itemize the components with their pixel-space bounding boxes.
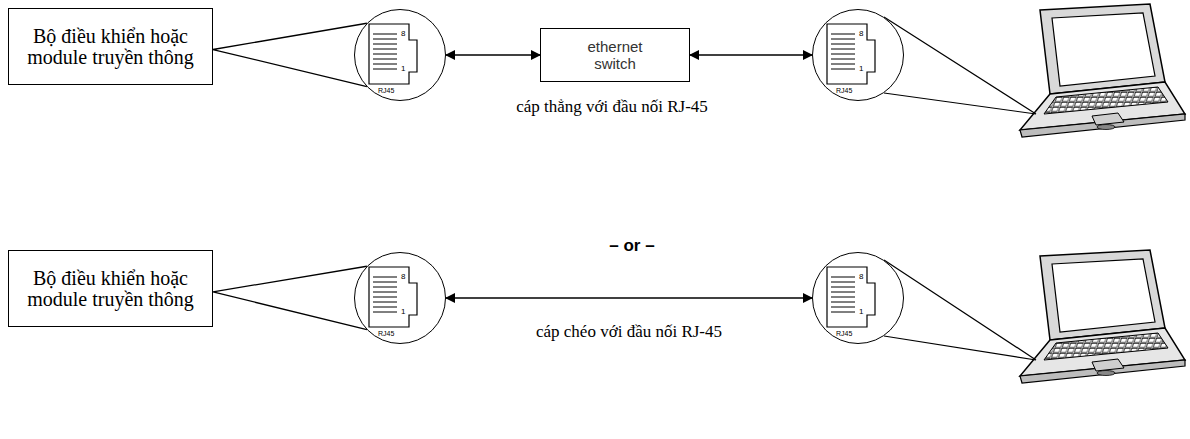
pin-number: 1	[401, 65, 405, 73]
jack-pin	[373, 277, 397, 278]
jack-pin	[373, 69, 397, 70]
pin-number: 1	[859, 308, 863, 316]
jack-pin	[831, 49, 855, 50]
cable-arrow	[446, 54, 540, 55]
jack-pin	[831, 39, 855, 40]
rj45-jack-symbol	[355, 253, 447, 345]
jack-pin	[373, 292, 397, 293]
jack-pin	[831, 292, 855, 293]
jack-pin	[373, 64, 397, 65]
jack-pin	[373, 302, 397, 303]
rj45-jack-symbol	[813, 10, 905, 102]
jack-pin	[373, 34, 397, 35]
pin-number: 8	[401, 30, 405, 38]
jack-pin	[373, 49, 397, 50]
zoom-connector	[213, 23, 367, 86]
jack-pin	[373, 59, 397, 60]
rj45-jack-symbol	[355, 10, 447, 102]
connector-name: RJ45	[836, 87, 852, 94]
controller-box: Bộ điều khiển hoặc module truyền thông	[8, 8, 213, 85]
jack-pin	[373, 307, 397, 308]
jack-pin	[831, 54, 855, 55]
jack-pin	[831, 69, 855, 70]
jack-pin	[831, 287, 855, 288]
connector-name: RJ45	[378, 87, 394, 94]
cable-arrow	[690, 54, 812, 55]
switch-box: ethernet switch	[540, 28, 690, 82]
jack-pin	[831, 64, 855, 65]
jack-pin	[831, 302, 855, 303]
connector-name: RJ45	[836, 330, 852, 337]
rj45-zoom-circle: 8 1RJ45	[354, 252, 446, 344]
jack-outline	[827, 267, 875, 327]
controller-box: Bộ điều khiển hoặc module truyền thông	[8, 250, 213, 327]
pin-number: 8	[401, 273, 405, 281]
jack-pin	[373, 287, 397, 288]
jack-pin	[373, 312, 397, 313]
rj45-zoom-circle: 8 1RJ45	[812, 252, 904, 344]
zoom-lines	[884, 17, 1036, 360]
jack-pin	[831, 34, 855, 35]
pin-number: 1	[859, 65, 863, 73]
laptop-figure	[1020, 4, 1185, 137]
jack-outline	[369, 267, 417, 327]
jack-pin	[831, 44, 855, 45]
connector-name: RJ45	[378, 330, 394, 337]
rj45-zoom-circle: 8 1RJ45	[354, 9, 446, 101]
cable-arrow	[446, 297, 812, 298]
jack-pin	[831, 307, 855, 308]
jack-pin	[831, 282, 855, 283]
zoom-line	[884, 17, 1036, 114]
jack-pin	[831, 312, 855, 313]
jack-pin	[373, 282, 397, 283]
cable-caption: cáp chéo với đầu nối RJ-45	[536, 322, 722, 342]
switch-label: ethernet switch	[575, 38, 655, 73]
jack-pin	[373, 39, 397, 40]
pin-number: 1	[401, 308, 405, 316]
rj45-jack-symbol	[813, 253, 905, 345]
laptop-figure	[1020, 250, 1185, 383]
jack-outline	[827, 24, 875, 84]
jack-pin	[831, 59, 855, 60]
jack-outline	[369, 24, 417, 84]
zoom-line	[884, 260, 1036, 360]
jack-pin	[373, 54, 397, 55]
pin-number: 8	[859, 273, 863, 281]
jack-pin	[831, 277, 855, 278]
jack-pin	[831, 297, 855, 298]
or-separator: – or –	[609, 236, 654, 256]
jack-pin	[373, 297, 397, 298]
box-label: Bộ điều khiển hoặc module truyền thông	[26, 26, 196, 68]
jack-pin	[373, 44, 397, 45]
cable-caption: cáp thẳng với đầu nối RJ-45	[516, 97, 708, 117]
rj45-zoom-circle: 8 1RJ45	[812, 9, 904, 101]
zoom-connector	[213, 266, 367, 329]
pin-number: 8	[859, 30, 863, 38]
box-label: Bộ điều khiển hoặc module truyền thông	[26, 268, 196, 310]
